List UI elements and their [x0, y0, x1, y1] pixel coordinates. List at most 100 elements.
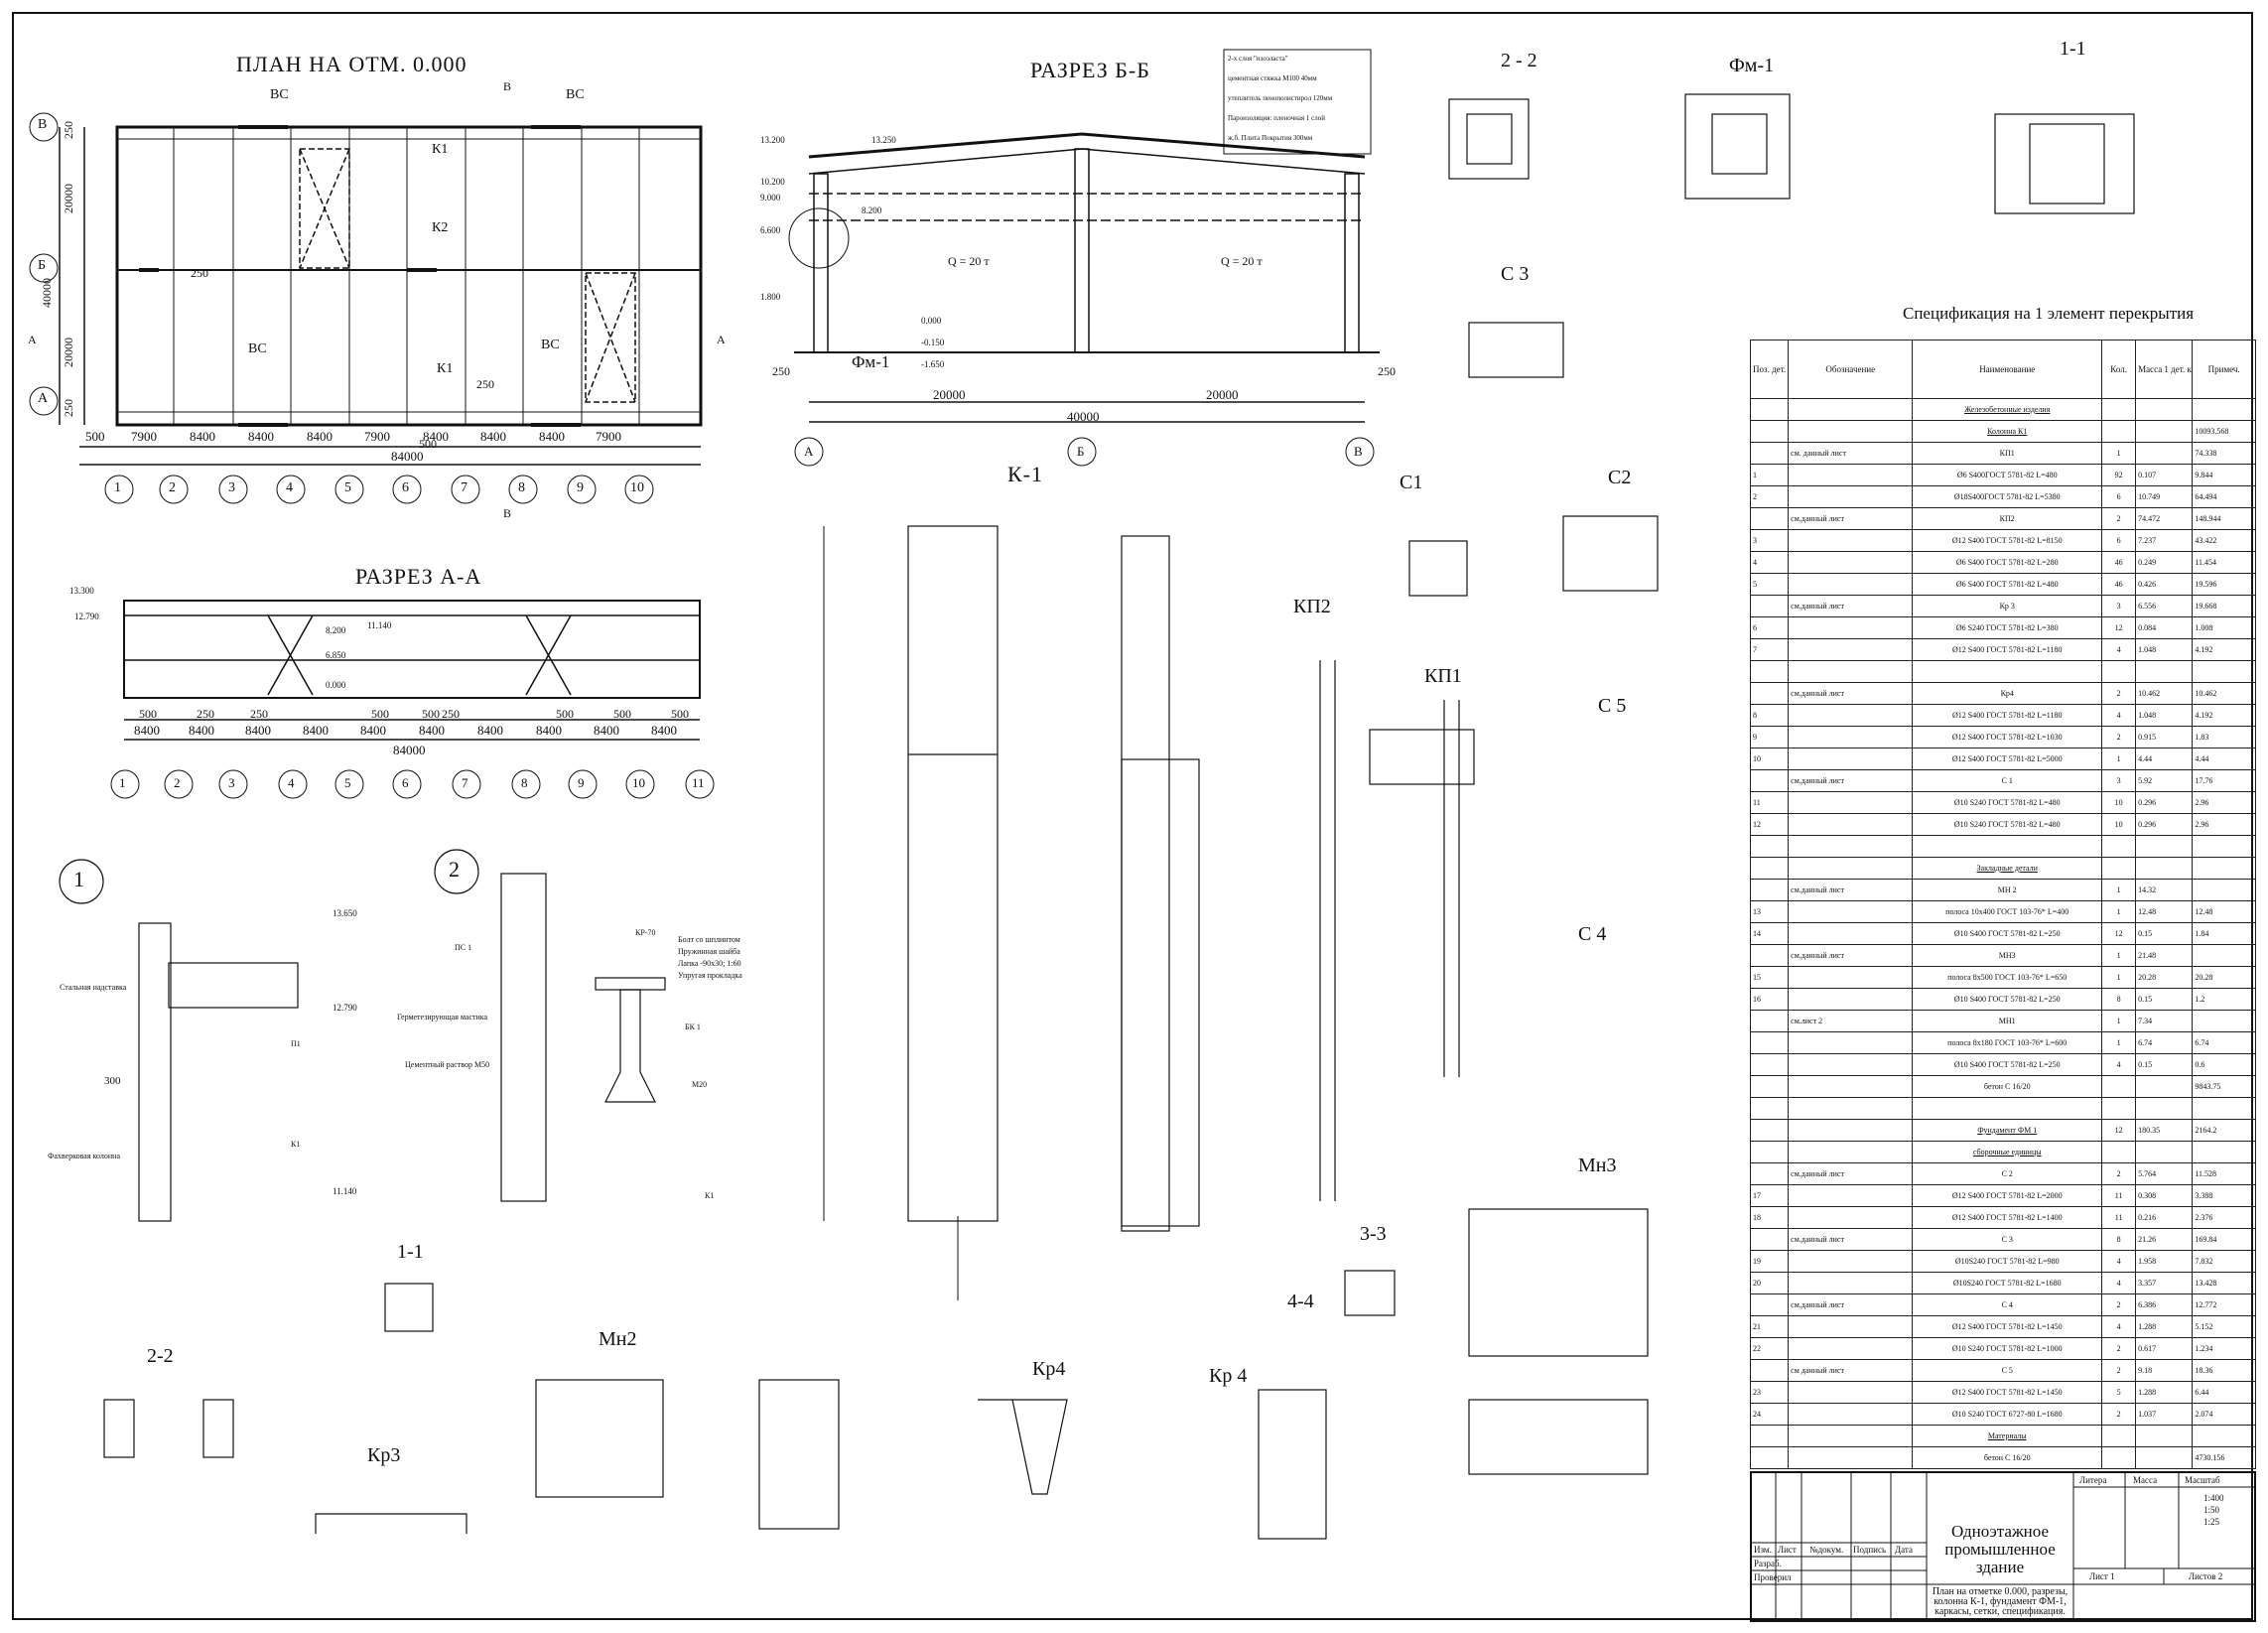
spec-cell [2135, 398, 2194, 421]
spec-cell: Ø10 S400 ГОСТ 5781-82 L=250 [1912, 922, 2103, 945]
spec-cell [2192, 835, 2256, 858]
spec-header: Обозначение [1788, 340, 1914, 399]
spec-cell: Ø12 S400 ГОСТ 5781-82 L=8150 [1912, 529, 2103, 552]
spec-cell: 9843.75 [2192, 1075, 2256, 1098]
plan-span-dim: 8400 [539, 429, 565, 444]
section-bb-title: РАЗРЕЗ Б-Б [1030, 58, 1150, 82]
node1-title: 1 [73, 867, 85, 891]
plan-title: ПЛАН НА ОТМ. 0.000 [236, 52, 467, 76]
spec-cell [2135, 1141, 2194, 1163]
spec-cell [2192, 944, 2256, 967]
plan-span-dim: 7900 [364, 429, 390, 444]
c4-title: С 4 [1578, 923, 1607, 945]
aa-axis: 8 [521, 775, 528, 790]
spec-cell: см.лист 2 [1788, 1010, 1914, 1032]
bb-axis: Б [1077, 444, 1085, 459]
note-k1: К1 [705, 1191, 715, 1200]
aa-total: 84000 [393, 743, 426, 757]
spec-cell: 21.26 [2135, 1228, 2194, 1251]
spec-cell: Ø12 S400 ГОСТ 5781-82 L=1180 [1912, 638, 2103, 661]
spec-cell: Материалы [1912, 1425, 2103, 1447]
spec-cell [1788, 966, 1914, 989]
spec-cell: 169.84 [2192, 1228, 2256, 1251]
aa-axis: 11 [692, 775, 705, 790]
spec-cell: 0.296 [2135, 813, 2194, 836]
plan-label-vs: ВС [270, 87, 289, 102]
aa-span: 8400 [651, 723, 677, 738]
tb-scale: 1:50 [2203, 1505, 2220, 1515]
section-aa-title: РАЗРЕЗ А-А [355, 564, 482, 589]
roof-layer: 2-х слоя "изоэласта" [1228, 55, 1288, 63]
spec-cell: 11 [2101, 1184, 2137, 1207]
aa-span: 8400 [419, 723, 445, 738]
spec-cell [1788, 1272, 1914, 1294]
spec-cell: 8 [2101, 988, 2137, 1011]
tb-scale: 1:400 [2203, 1493, 2224, 1503]
spec-cell [1749, 398, 1790, 421]
bb-mark: 6.600 [760, 225, 781, 235]
aa-mark: 11.140 [367, 620, 392, 630]
spec-cell [1788, 398, 1914, 421]
spec-cell: 3 [1749, 529, 1790, 552]
spec-cell [1788, 704, 1914, 727]
note-300: 300 [104, 1075, 121, 1087]
spec-cell: 19.596 [2192, 573, 2256, 596]
plan-span-dim: 500 [85, 429, 105, 444]
spec-cell: 4 [2101, 1272, 2137, 1294]
spec-cell: С 3 [1912, 1228, 2103, 1251]
plan-label-k2: К2 [432, 220, 449, 235]
crane-load: Q = 20 т [1221, 254, 1263, 268]
aa-small: 250 [250, 707, 268, 721]
spec-cell [2135, 1446, 2194, 1469]
spec-cell: 1 [1749, 464, 1790, 486]
spec-cell [1749, 1293, 1790, 1316]
spec-cell: С 5 [1912, 1359, 2103, 1382]
aa-small: 250 [442, 707, 460, 721]
plan-label-vs: ВС [566, 87, 585, 102]
spec-cell: 4 [2101, 704, 2137, 727]
spec-cell [2135, 420, 2194, 443]
spec-cell: бетон С 16/20 [1912, 1075, 2103, 1098]
details-top-right [1369, 93, 2135, 785]
spec-cell: 13.428 [2192, 1272, 2256, 1294]
spec-cell: 2 [2101, 682, 2137, 705]
fm1-title: Фм-1 [1729, 55, 1775, 76]
spec-cell [1749, 1097, 1790, 1120]
plan-axis-row: В [38, 117, 48, 132]
aa-small: 500 [371, 707, 389, 721]
plan-side-dim: 40000 [40, 278, 54, 308]
spec-cell: 5 [1749, 573, 1790, 596]
spec-cell [1788, 1425, 1914, 1447]
plan-axis-row: А [38, 391, 49, 406]
spec-cell [1788, 420, 1914, 443]
spec-cell: 46 [2101, 551, 2137, 574]
spec-cell [1749, 660, 1790, 683]
mn3-title: Мн3 [1578, 1155, 1617, 1176]
spec-cell: 0.107 [2135, 464, 2194, 486]
spec-header: Кол. [2101, 340, 2137, 399]
plan-span-dim: 7900 [131, 429, 157, 444]
spec-header: Поз. дет. [1749, 340, 1790, 399]
spec-cell: 4.192 [2192, 704, 2256, 727]
spec-cell: 8 [2101, 1228, 2137, 1251]
section-bb-drawing [788, 49, 1380, 467]
spec-cell [1749, 1010, 1790, 1032]
spec-cell: 1 [2101, 748, 2137, 770]
spec-cell [1788, 1119, 1914, 1142]
aa-span: 8400 [189, 723, 214, 738]
spec-cell: см.данный лист [1788, 769, 1914, 792]
spec-cell: Ø10S240 ГОСТ 5781-82 L=1680 [1912, 1272, 2103, 1294]
s33-title: 3-3 [1360, 1223, 1387, 1245]
spec-cell: 1.037 [2135, 1403, 2194, 1426]
spec-cell: С 4 [1912, 1293, 2103, 1316]
spec-cell [1912, 835, 2103, 858]
plan-span-dim: 8400 [423, 429, 449, 444]
spec-cell: 2 [2101, 1403, 2137, 1426]
spec-cell: 6.74 [2192, 1031, 2256, 1054]
spec-cell [1788, 1097, 1914, 1120]
